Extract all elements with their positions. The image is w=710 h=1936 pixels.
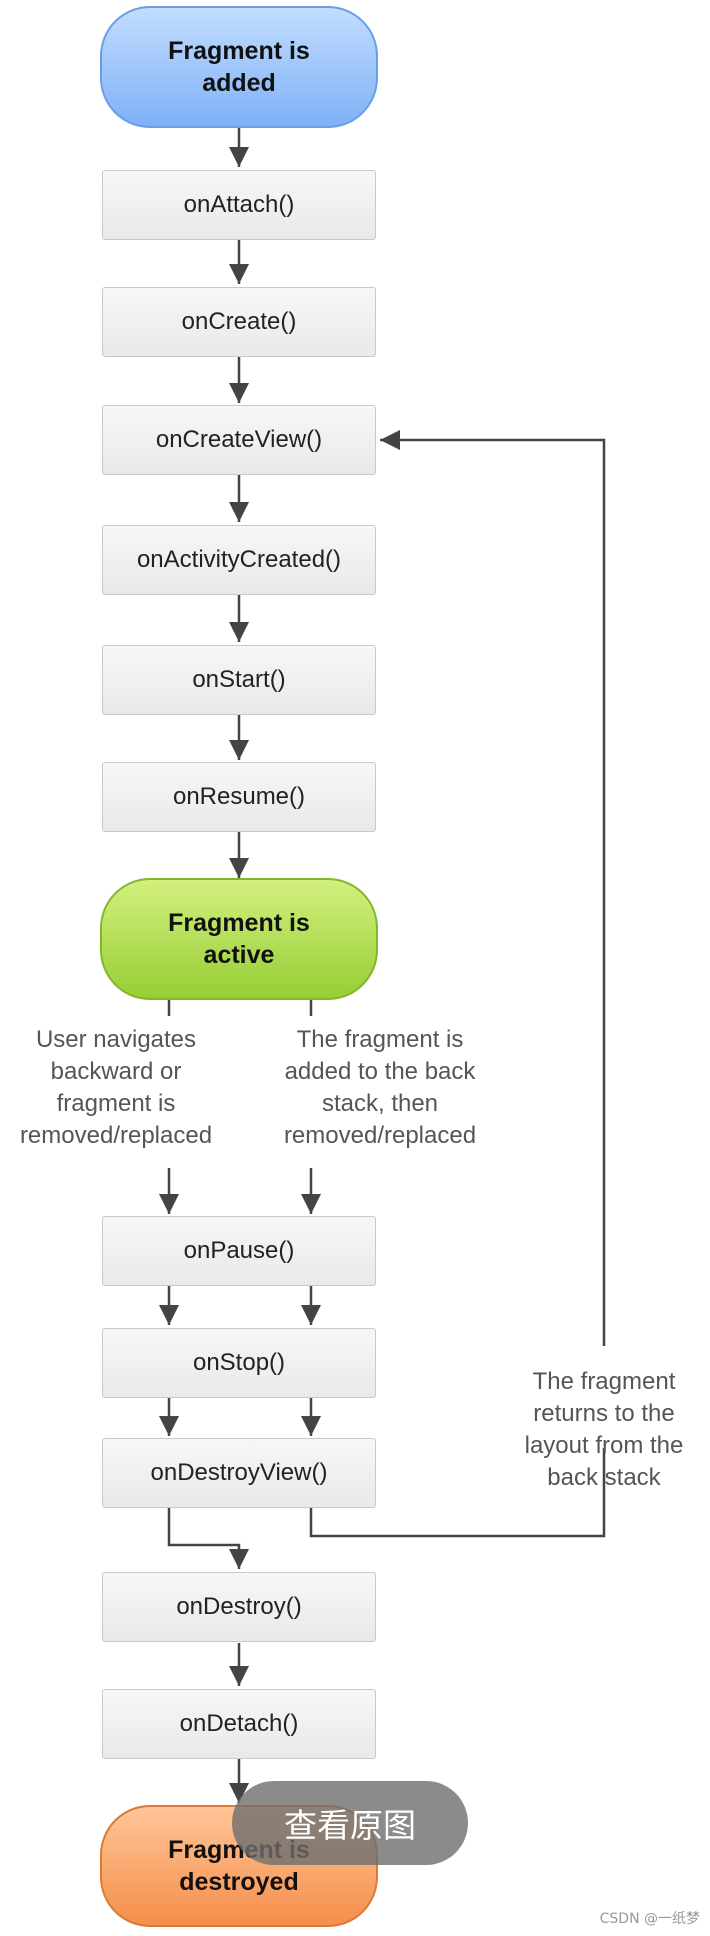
- path-backstack-to-oncreateview: [380, 430, 606, 1346]
- callback-oncreate: onCreate(): [102, 287, 376, 357]
- callback-onactivitycreated: onActivityCreated(): [102, 525, 376, 595]
- note-returns-from-back-stack: The fragment returns to the layout from …: [524, 1368, 684, 1491]
- path-ondestroyview-to-ondestroy: [167, 1508, 249, 1569]
- callback-onstart: onStart(): [102, 645, 376, 715]
- callback-ondestroy: onDestroy(): [102, 1572, 376, 1642]
- callback-onresume: onResume(): [102, 762, 376, 832]
- note-user-navigates-backward: User navigates backward or fragment is r…: [19, 1026, 213, 1149]
- callback-oncreateview: onCreateView(): [102, 405, 376, 475]
- callback-onpause: onPause(): [102, 1216, 376, 1286]
- callback-onattach: onAttach(): [102, 170, 376, 240]
- state-fragment-added: Fragment is added: [100, 6, 378, 128]
- path-backstack-return: [309, 1448, 606, 1538]
- view-original-button[interactable]: 查看原图: [232, 1781, 468, 1865]
- callback-onstop: onStop(): [102, 1328, 376, 1398]
- csdn-watermark: CSDN @一纸梦: [599, 1911, 700, 1927]
- callback-ondetach: onDetach(): [102, 1689, 376, 1759]
- note-added-to-back-stack: The fragment is added to the back stack,…: [283, 1026, 477, 1149]
- callback-ondestroyview: onDestroyView(): [102, 1438, 376, 1508]
- state-fragment-active: Fragment is active: [100, 878, 378, 1000]
